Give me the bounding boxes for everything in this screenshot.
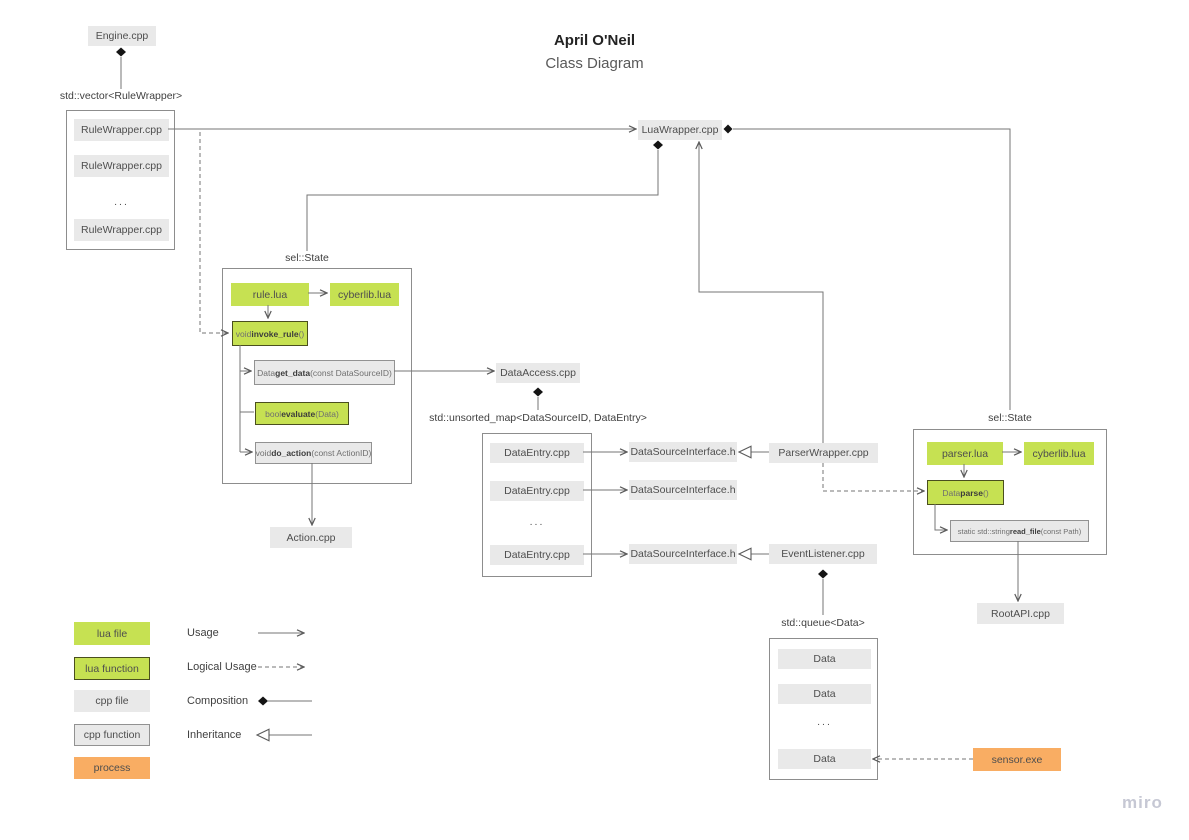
- queue-item[interactable]: Data: [778, 684, 871, 704]
- func-args: (): [982, 487, 989, 498]
- sel-state-right-container[interactable]: parser.lua cyberlib.lua Data parse() sta…: [913, 429, 1107, 555]
- diamond-luawrapper-right: [723, 124, 733, 134]
- func-name: parse: [960, 487, 983, 498]
- vector-item-ellipsis: ...: [114, 196, 129, 208]
- legend-lua-file[interactable]: lua file: [74, 622, 150, 645]
- composition-luawrapper-selstate-left: [306, 150, 659, 251]
- map-item-ellipsis: ...: [529, 516, 545, 528]
- diamond-eventlistener: [818, 569, 828, 579]
- func-args: (Data): [315, 408, 339, 419]
- legend-process[interactable]: process: [74, 757, 150, 779]
- diamond-legend: [258, 696, 268, 706]
- logical-parserwrapper-parse: [822, 463, 924, 491]
- label-sel-state-right[interactable]: sel::State: [988, 412, 1032, 424]
- label-std-queue-data[interactable]: std::queue<Data>: [781, 617, 865, 629]
- legend-inheritance-label[interactable]: Inheritance: [187, 729, 242, 741]
- node-datasourceinterface-h[interactable]: DataSourceInterface.h: [629, 442, 737, 462]
- node-rootapi-cpp[interactable]: RootAPI.cpp: [977, 603, 1064, 624]
- vector-item[interactable]: RuleWrapper.cpp: [74, 219, 169, 241]
- legend-logical-usage-label[interactable]: Logical Usage: [187, 661, 257, 673]
- legend-cpp-function[interactable]: cpp function: [74, 724, 150, 746]
- node-action-cpp[interactable]: Action.cpp: [270, 527, 352, 548]
- queue-item[interactable]: Data: [778, 649, 871, 669]
- unsorted-map-container[interactable]: DataEntry.cpp DataEntry.cpp ... DataEntr…: [482, 433, 592, 577]
- logical-rulewrapper-invoke-rule: [168, 128, 228, 333]
- triangle-interface-1: [737, 445, 752, 459]
- miro-watermark: miro: [1122, 793, 1163, 812]
- label-std-unsorted-map[interactable]: std::unsorted_map<DataSourceID, DataEntr…: [429, 412, 647, 424]
- vector-item[interactable]: RuleWrapper.cpp: [74, 119, 169, 141]
- node-parserwrapper-cpp[interactable]: ParserWrapper.cpp: [769, 443, 878, 463]
- legend-usage-label[interactable]: Usage: [187, 627, 219, 639]
- queue-container[interactable]: Data Data ... Data: [769, 638, 878, 780]
- node-cyberlib-lua-left[interactable]: cyberlib.lua: [330, 283, 399, 306]
- node-sensor-exe[interactable]: sensor.exe: [973, 748, 1061, 771]
- diamond-dataaccess: [533, 387, 543, 397]
- map-item[interactable]: DataEntry.cpp: [490, 481, 584, 501]
- label-sel-state-left[interactable]: sel::State: [285, 252, 329, 264]
- func-text: Data: [257, 367, 276, 378]
- func-name: get_data: [275, 367, 311, 378]
- queue-item[interactable]: Data: [778, 749, 871, 769]
- func-name: read_file: [1009, 526, 1041, 536]
- diagram-subtitle[interactable]: Class Diagram: [545, 55, 644, 72]
- sel-state-left-container[interactable]: rule.lua cyberlib.lua void invoke_rule()…: [222, 268, 412, 484]
- node-parse-function[interactable]: Data parse(): [927, 480, 1004, 505]
- func-args: (const ActionID): [311, 448, 372, 458]
- node-do-action-function[interactable]: void do_action(const ActionID): [255, 442, 372, 464]
- label-std-vector-rulewrapper[interactable]: std::vector<RuleWrapper>: [59, 90, 183, 102]
- legend-composition-label[interactable]: Composition: [187, 695, 249, 707]
- node-invoke-rule-function[interactable]: void invoke_rule(): [232, 321, 308, 346]
- node-cyberlib-lua-right[interactable]: cyberlib.lua: [1024, 442, 1094, 465]
- diagram-title-block: April O'Neil Class Diagram: [0, 32, 1189, 72]
- queue-item-ellipsis: ...: [817, 716, 832, 728]
- diamond-luawrapper-bottom: [653, 140, 663, 150]
- node-dataaccess-cpp[interactable]: DataAccess.cpp: [496, 363, 580, 383]
- func-text: static std::string: [957, 526, 1010, 536]
- node-get-data-function[interactable]: Data get_data(const DataSourceID): [254, 360, 395, 385]
- func-text: bool: [265, 408, 282, 419]
- func-args: (): [298, 328, 305, 339]
- func-text: void: [235, 328, 252, 339]
- triangle-interface-3: [737, 547, 752, 561]
- node-luawrapper-cpp[interactable]: LuaWrapper.cpp: [638, 120, 722, 140]
- func-name: evaluate: [281, 408, 316, 419]
- node-datasourceinterface-h[interactable]: DataSourceInterface.h: [629, 544, 737, 564]
- func-name: invoke_rule: [251, 328, 299, 339]
- usage-parserwrapper-luawrapper: [699, 142, 824, 443]
- node-engine-cpp[interactable]: Engine.cpp: [88, 26, 156, 46]
- node-datasourceinterface-h[interactable]: DataSourceInterface.h: [629, 480, 737, 500]
- vector-item[interactable]: RuleWrapper.cpp: [74, 155, 169, 177]
- node-read-file-function[interactable]: static std::string read_file(const Path): [950, 520, 1089, 542]
- func-text: void: [255, 448, 272, 458]
- legend-cpp-file[interactable]: cpp file: [74, 690, 150, 712]
- triangle-legend: [255, 728, 270, 742]
- node-parser-lua[interactable]: parser.lua: [927, 442, 1003, 465]
- node-eventlistener-cpp[interactable]: EventListener.cpp: [769, 544, 877, 564]
- func-text: Data: [942, 487, 961, 498]
- map-item[interactable]: DataEntry.cpp: [490, 443, 584, 463]
- node-evaluate-function[interactable]: bool evaluate(Data): [255, 402, 349, 425]
- diagram-title[interactable]: April O'Neil: [553, 32, 636, 49]
- composition-luawrapper-selstate-right: [733, 128, 1011, 410]
- map-item[interactable]: DataEntry.cpp: [490, 545, 584, 565]
- legend-lua-function[interactable]: lua function: [74, 657, 150, 680]
- func-name: do_action: [271, 448, 312, 458]
- vector-container[interactable]: RuleWrapper.cpp RuleWrapper.cpp ... Rule…: [66, 110, 175, 250]
- func-args: (const DataSourceID): [310, 367, 392, 378]
- func-args: (const Path): [1040, 526, 1082, 536]
- node-rule-lua[interactable]: rule.lua: [231, 283, 309, 306]
